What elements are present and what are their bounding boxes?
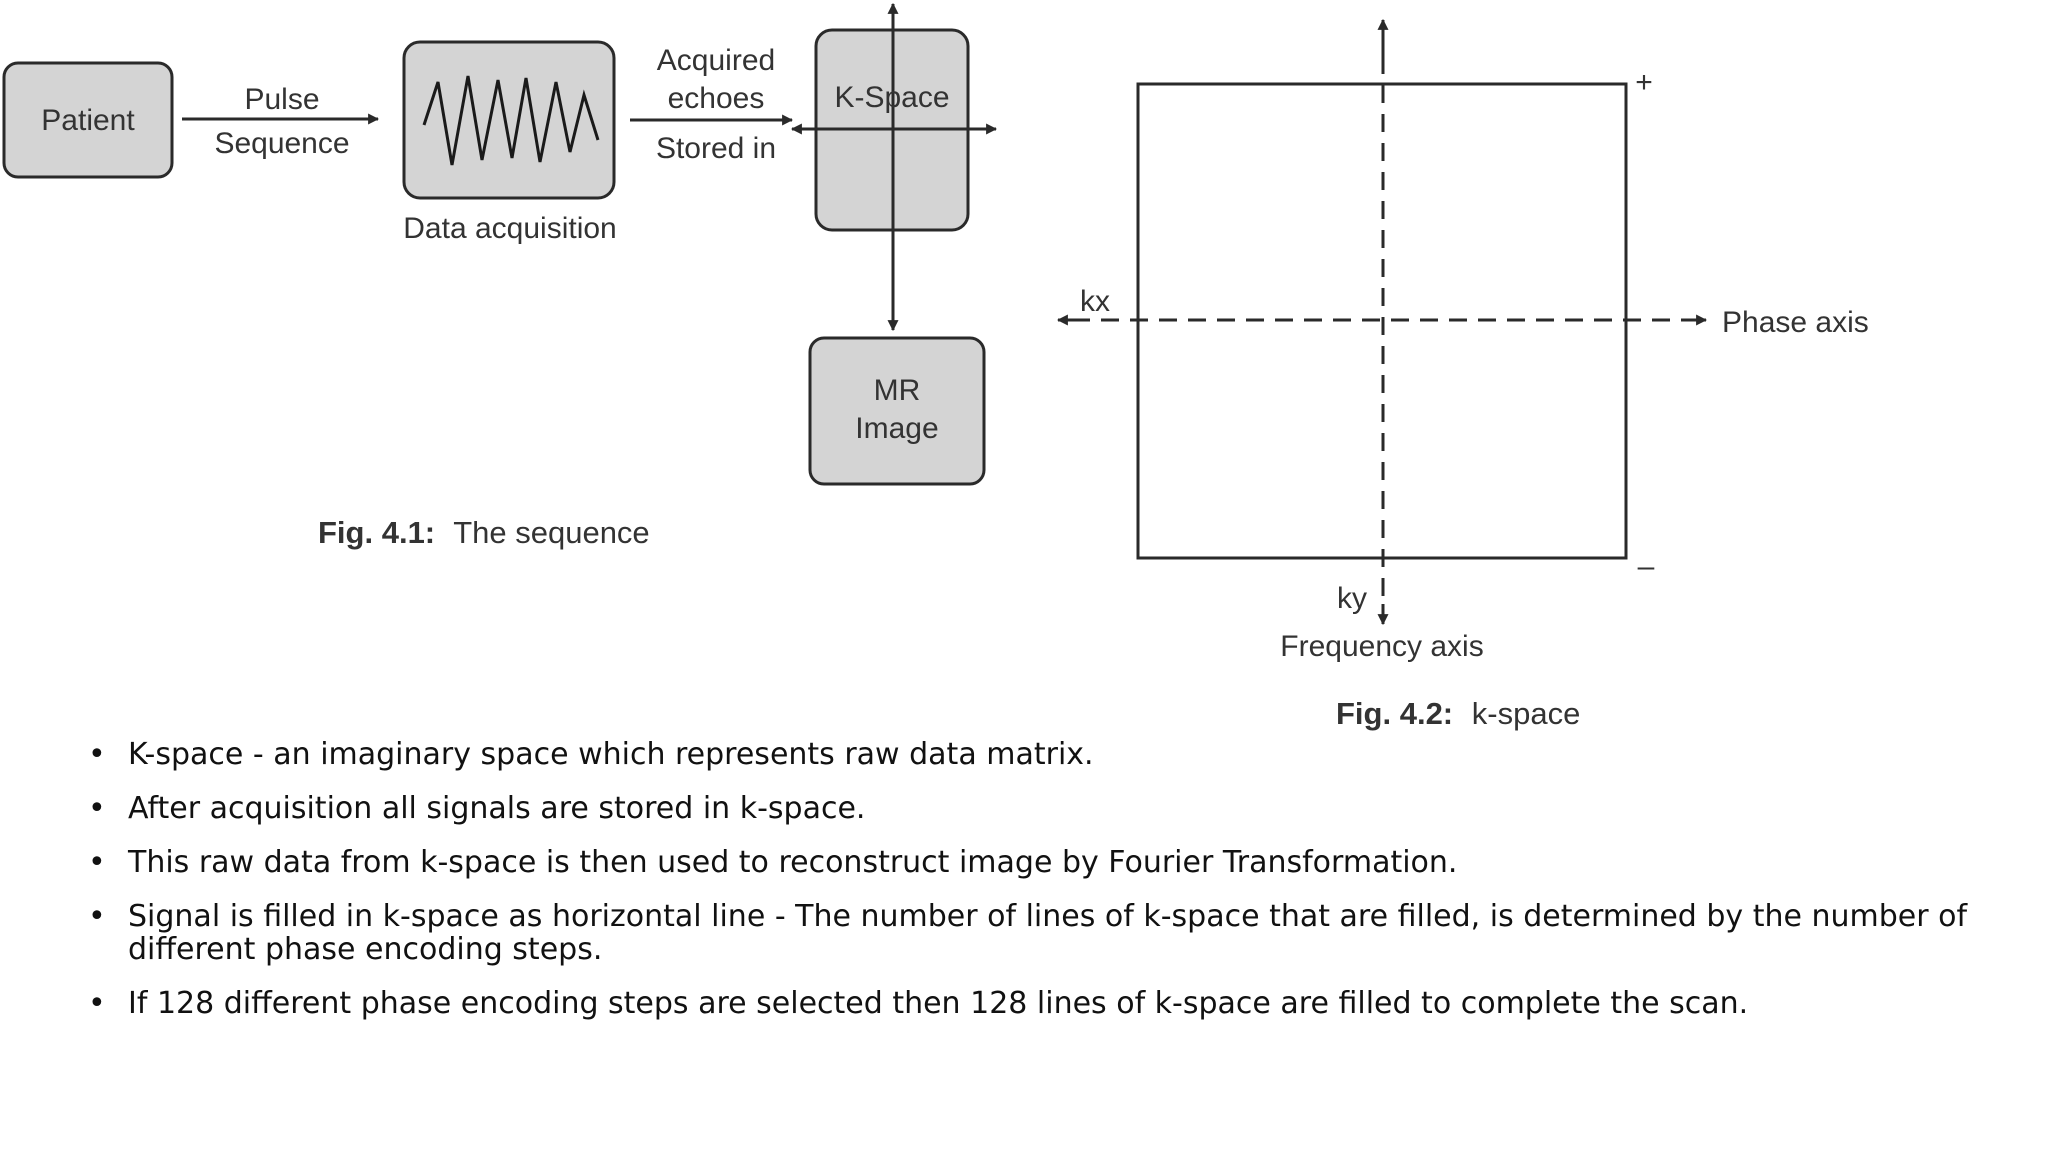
bullet-item: K-space - an imaginary space which repre… bbox=[88, 738, 1988, 771]
plus-sign: + bbox=[1635, 66, 1653, 99]
patient-box bbox=[2, 61, 174, 179]
frequency-axis-label: Frequency axis bbox=[1280, 630, 1483, 663]
diagram-canvas: Patient Pulse Sequence Data acquisition … bbox=[2, 2, 1869, 731]
acquired-label: Acquired bbox=[657, 44, 775, 77]
fig2-caption-number: Fig. 4.2: bbox=[1336, 696, 1453, 731]
fig1-sequence: Patient Pulse Sequence Data acquisition … bbox=[2, 2, 998, 550]
mr-label: MR bbox=[874, 374, 921, 407]
data-acquisition-box bbox=[402, 40, 616, 200]
data-acquisition-label: Data acquisition bbox=[403, 212, 616, 245]
patient-label: Patient bbox=[41, 104, 135, 137]
phase-axis-label: Phase axis bbox=[1722, 306, 1869, 339]
stored-in-label: Stored in bbox=[656, 132, 776, 165]
bullet-list: K-space - an imaginary space which repre… bbox=[88, 738, 1988, 1041]
echo-signal-wave bbox=[422, 75, 600, 166]
fig1-caption-text: The sequence bbox=[453, 515, 649, 550]
fig1-caption: Fig. 4.1: The sequence bbox=[318, 515, 650, 550]
echoes-label: echoes bbox=[668, 82, 765, 115]
sequence-label: Sequence bbox=[214, 127, 349, 160]
pulse-label: Pulse bbox=[244, 83, 319, 116]
bullet-item: After acquisition all signals are stored… bbox=[88, 792, 1988, 825]
ky-label: ky bbox=[1337, 582, 1367, 615]
fig2-kspace: + – kx ky Phase axis Frequency axis Fig.… bbox=[1056, 18, 1869, 731]
kx-label: kx bbox=[1080, 285, 1110, 318]
mr-image-box bbox=[808, 336, 986, 486]
fig2-caption: Fig. 4.2: k-space bbox=[1336, 696, 1580, 731]
image-label: Image bbox=[855, 412, 938, 445]
kspace-box-label: K-Space bbox=[834, 81, 949, 114]
fig1-caption-number: Fig. 4.1: bbox=[318, 515, 435, 550]
minus-sign: – bbox=[1638, 550, 1655, 583]
bullet-item: This raw data from k-space is then used … bbox=[88, 846, 1988, 879]
bullet-item: Signal is filled in k-space as horizonta… bbox=[88, 900, 1988, 966]
fig2-caption-text: k-space bbox=[1472, 696, 1581, 731]
bullet-item: If 128 different phase encoding steps ar… bbox=[88, 987, 1988, 1020]
